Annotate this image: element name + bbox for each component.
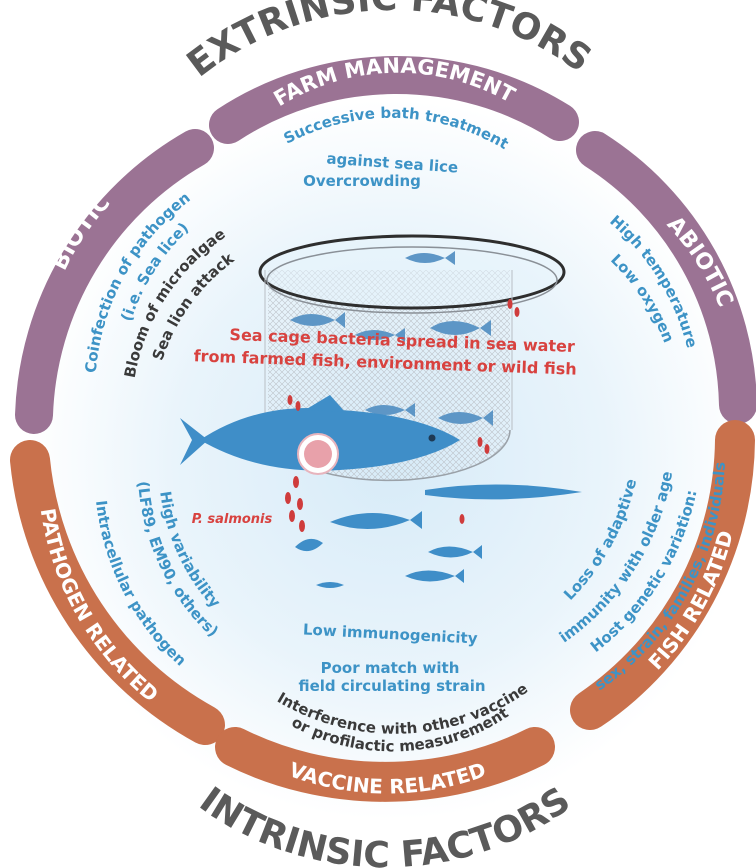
caged-fish-group [290,251,493,426]
bacterium [477,437,483,447]
bacterium [293,476,299,488]
vaccine-factor-field-strain: field circulating strain [298,677,485,695]
farm-factor-overcrowding: Overcrowding [303,172,421,190]
bacterium [484,444,490,454]
pathogen-name-label: P. salmonis [192,512,273,527]
salmon-tail [180,418,208,465]
bacterium [287,395,293,405]
biotic-band [15,129,214,434]
fish-icon [438,410,493,426]
cage-float-ring [258,234,566,310]
bacterium [514,307,520,317]
fish-icon [295,538,323,552]
fish-related-band [570,420,755,730]
wild-fish-group [295,484,582,588]
farm-management-band [209,56,579,144]
bacterium [289,510,295,522]
bacterium [295,401,301,411]
infected-salmon [180,395,460,475]
fish-icon [365,403,415,417]
fish-icon [428,545,482,559]
infection-core [304,440,332,468]
vaccine-related-band [215,727,555,802]
fish-icon [405,569,464,583]
bacterium [507,299,513,309]
bacteria-clusters [285,299,520,532]
pathogen-related-band [10,440,225,745]
salmon-eye [428,434,436,442]
vaccine-factor-poor-match: Poor match with [321,659,460,677]
bacterium [299,520,305,532]
salmon-dorsal-fin [305,395,345,412]
fish-icon [405,251,455,265]
abiotic-band [576,131,756,424]
fish-icon [330,511,422,530]
fish-icon [290,312,345,328]
fish-icon [430,320,491,336]
bacterium [297,498,303,510]
fish-icon [355,328,405,342]
fish-icon [316,582,344,588]
bacterium [459,514,465,524]
bacterium [285,492,291,504]
cage-inner-ring [266,246,558,314]
eel-icon [425,484,582,500]
